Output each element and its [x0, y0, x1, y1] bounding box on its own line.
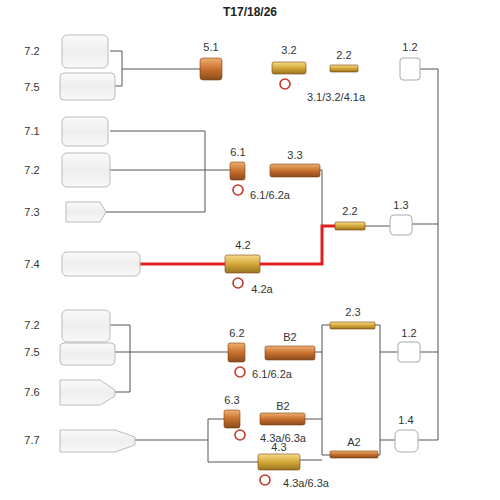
callout-number: B2 — [283, 332, 296, 343]
callout-number: 7.6 — [24, 387, 39, 398]
callout-number: 6.2 — [229, 328, 244, 339]
callout-number: 4.3 — [271, 442, 286, 453]
callout-number: 4.3a/6.3a — [283, 478, 329, 489]
callout-number: 3.1/3.2/4.1a — [307, 92, 365, 103]
callout-number: 7.2 — [24, 320, 39, 331]
callout-number: 4.2 — [235, 240, 250, 251]
callout-number: 7.1 — [24, 126, 39, 137]
callout-number: 5.1 — [203, 42, 218, 53]
callout-number: 7.4 — [24, 259, 39, 270]
callout-number: 7.5 — [24, 347, 39, 358]
callout-number: 6.1/6.2a — [252, 369, 292, 380]
callout-number: 6.1 — [230, 147, 245, 158]
callout-number: 1.2 — [401, 328, 416, 339]
callout-number: 2.3 — [345, 307, 360, 318]
callout-number: 7.3 — [24, 207, 39, 218]
diagram-title: T17/18/26 — [223, 6, 277, 18]
callout-number: 2.2 — [342, 206, 357, 217]
callout-number: B2 — [276, 401, 289, 412]
callout-number: 6.1/6.2a — [250, 190, 290, 201]
callout-number: 1.4 — [398, 415, 413, 426]
callout-number: 4.2a — [251, 284, 272, 295]
callout-number: 7.2 — [24, 46, 39, 57]
callout-number: 1.2 — [402, 42, 417, 53]
callout-number: 2.2 — [336, 50, 351, 61]
callout-number: 3.2 — [281, 45, 296, 56]
callout-number: 7.2 — [24, 165, 39, 176]
callout-number: 6.3 — [224, 395, 239, 406]
callout-number: 3.3 — [287, 150, 302, 161]
callout-number: 7.7 — [24, 435, 39, 446]
callout-number: 1.3 — [393, 200, 408, 211]
callout-number: 7.5 — [24, 82, 39, 93]
callout-number: A2 — [347, 437, 360, 448]
